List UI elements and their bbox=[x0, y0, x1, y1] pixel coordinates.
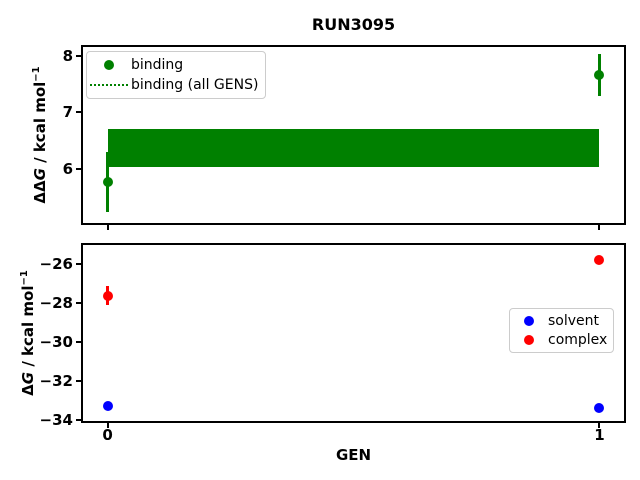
data-point-complex-gen1 bbox=[594, 254, 605, 265]
top-plot-axes: binding binding (all GENS) 6 7 8 bbox=[63, 45, 626, 230]
data-point-complex-gen0 bbox=[102, 290, 113, 301]
legend-entry-solvent: solvent bbox=[510, 313, 613, 329]
dot-icon bbox=[524, 335, 534, 346]
y-tick-label: −26 bbox=[39, 255, 73, 274]
data-point-solvent-gen1 bbox=[594, 403, 605, 414]
legend-entry-binding-all-gens: binding (all GENS) bbox=[87, 77, 265, 93]
y-tick-label: −34 bbox=[39, 411, 73, 430]
complex-dot-icon bbox=[510, 335, 548, 346]
figure-title: RUN3095 bbox=[311, 15, 396, 34]
x-tick bbox=[598, 423, 601, 428]
dot-icon bbox=[104, 59, 114, 70]
ylabel-units: / kcal mol bbox=[31, 81, 49, 169]
top-y-axis-label: ΔΔG / kcal mol−1 bbox=[31, 66, 49, 203]
legend-entry-binding: binding bbox=[87, 57, 265, 73]
legend-label-binding: binding bbox=[131, 56, 184, 73]
ylabel-delta: Δ bbox=[19, 384, 37, 396]
y-tick-label: −30 bbox=[39, 333, 73, 352]
ylabel-exponent: −1 bbox=[31, 66, 42, 82]
legend-label-solvent: solvent bbox=[548, 312, 600, 329]
legend-entry-complex: complex bbox=[510, 332, 613, 348]
y-tick-label: −32 bbox=[39, 372, 73, 391]
dotted-line-glyph bbox=[90, 84, 128, 87]
legend-label-complex: complex bbox=[548, 332, 608, 349]
y-tick bbox=[76, 380, 81, 383]
ylabel-g: G bbox=[31, 168, 49, 181]
x-tick bbox=[106, 423, 109, 428]
y-tick-label: 8 bbox=[62, 46, 73, 65]
y-tick bbox=[76, 54, 81, 57]
binding-uncertainty-band bbox=[107, 128, 600, 167]
y-tick bbox=[76, 263, 81, 266]
y-tick bbox=[76, 419, 81, 422]
binding-dot-icon bbox=[87, 59, 131, 70]
x-tick-label: 0 bbox=[102, 426, 113, 444]
ylabel-g: G bbox=[19, 371, 37, 385]
y-tick bbox=[76, 302, 81, 305]
y-tick bbox=[76, 111, 81, 114]
ylabel-delta: ΔΔ bbox=[31, 180, 49, 204]
solvent-dot-icon bbox=[510, 315, 548, 326]
x-tick bbox=[598, 225, 601, 230]
y-tick bbox=[76, 168, 81, 171]
bottom-plot-axes: solvent complex −34 −32 −30 −28 −26 0 1 bbox=[40, 243, 626, 444]
data-point-solvent-gen0 bbox=[102, 401, 113, 412]
top-plot-legend: binding binding (all GENS) bbox=[86, 51, 266, 99]
ylabel-units: / kcal mol bbox=[19, 285, 37, 372]
data-point-binding-gen0 bbox=[102, 177, 113, 188]
x-tick-label: 1 bbox=[594, 426, 605, 444]
ylabel-exponent: −1 bbox=[19, 270, 30, 286]
y-tick bbox=[76, 341, 81, 344]
x-axis-label: GEN bbox=[335, 446, 372, 464]
y-tick-label: 6 bbox=[62, 160, 73, 179]
bottom-y-axis-label: ΔG / kcal mol−1 bbox=[19, 270, 37, 396]
bottom-plot-legend: solvent complex bbox=[509, 308, 614, 353]
x-tick bbox=[106, 225, 109, 230]
y-tick-label: −28 bbox=[39, 294, 73, 313]
data-point-binding-gen1 bbox=[594, 70, 605, 81]
legend-label-binding-all-gens: binding (all GENS) bbox=[131, 77, 259, 94]
y-tick-label: 7 bbox=[62, 103, 73, 122]
dot-icon bbox=[524, 315, 534, 326]
dotted-line-icon bbox=[87, 84, 131, 87]
